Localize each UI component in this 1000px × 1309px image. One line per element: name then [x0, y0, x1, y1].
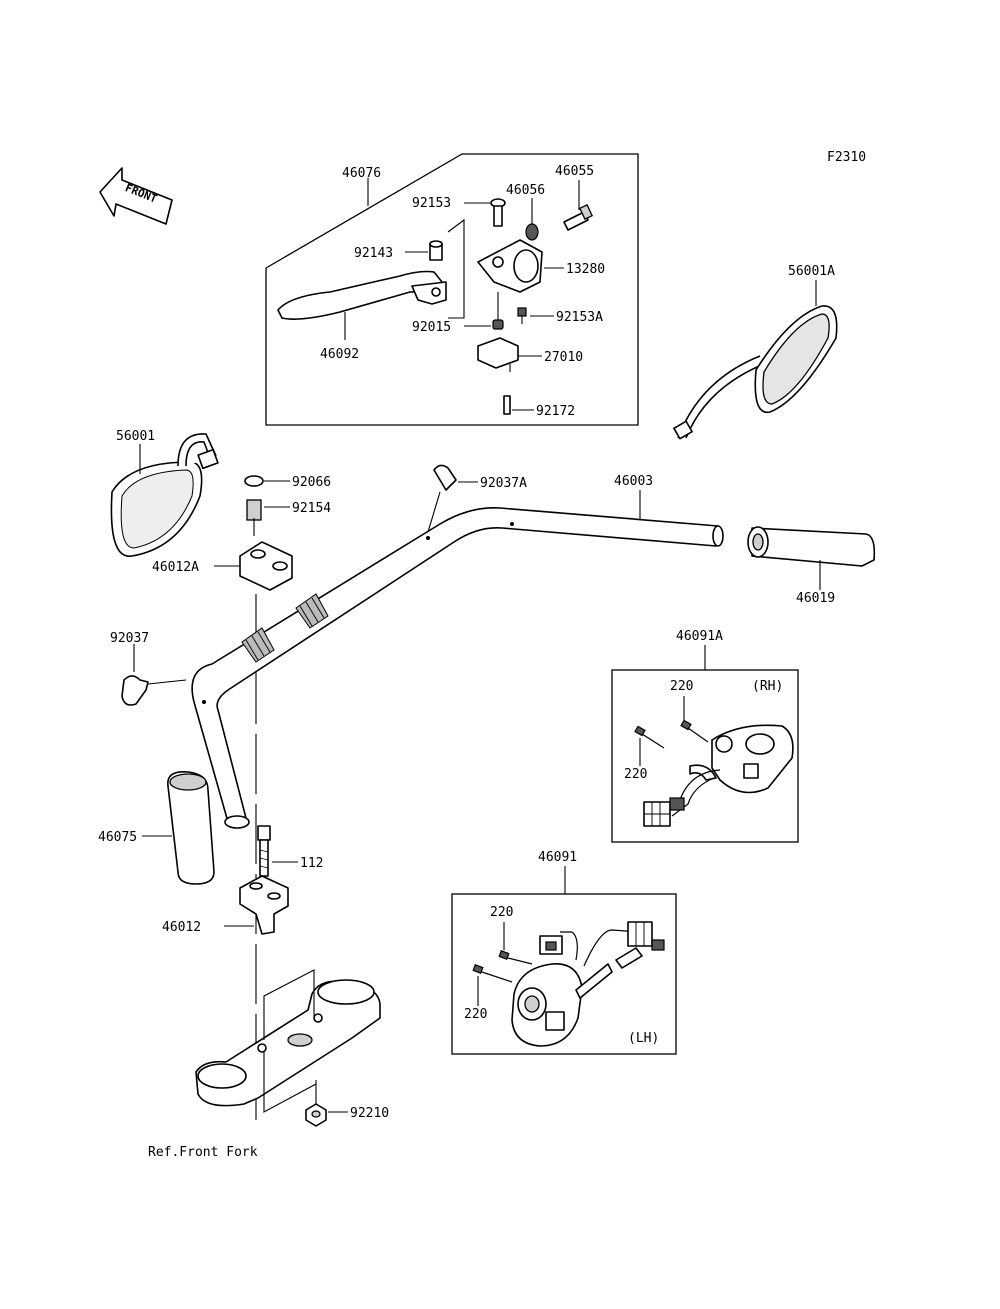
nut-92210: 92210 — [305, 1103, 389, 1127]
callout-92153: 92153 — [412, 196, 451, 211]
clutch-switch-27010: 27010 — [477, 337, 583, 372]
left-mirror: 56001 — [110, 429, 219, 557]
callout-13280: 13280 — [566, 262, 605, 277]
callout-46012A: 46012A — [152, 560, 199, 575]
reference-front-fork: Ref.Front Fork — [148, 1145, 258, 1160]
callout-56001: 56001 — [116, 429, 155, 444]
callout-92172: 92172 — [536, 404, 575, 419]
washer-46056: 46056 — [506, 183, 545, 241]
callout-46012: 46012 — [162, 920, 201, 935]
callout-46055: 46055 — [555, 164, 594, 179]
side-label-rh: (RH) — [752, 679, 783, 694]
right-grip: 46019 — [747, 526, 876, 606]
callout-92143: 92143 — [354, 246, 393, 261]
screw-92153A: 92153A — [517, 307, 603, 325]
callout-56001A: 56001A — [788, 264, 835, 279]
callout-92153A: 92153A — [556, 310, 603, 325]
nut-92015: 92015 — [412, 292, 504, 335]
bolt-112: 112 — [257, 825, 323, 877]
callout-92210: 92210 — [350, 1106, 389, 1121]
callout-220-rh-bottom: 220 — [624, 767, 647, 782]
callout-220-rh-top: 220 — [670, 679, 693, 694]
side-label-lh: (LH) — [628, 1031, 659, 1046]
callout-46056: 46056 — [506, 183, 545, 198]
callout-46076: 46076 — [342, 166, 381, 181]
callout-220-lh-bottom: 220 — [464, 1007, 487, 1022]
screw-92172: 92172 — [503, 395, 575, 419]
callout-27010: 27010 — [544, 350, 583, 365]
lh-switch-housing-box: 46091 (LH) 220 220 — [451, 850, 677, 1055]
knurled-section-upper — [295, 593, 329, 629]
lower-holder: 46012 — [162, 875, 289, 935]
clutch-lever-assembly-frame: 46076 — [265, 153, 639, 426]
callout-46091: 46091 — [538, 850, 577, 865]
callout-92066: 92066 — [292, 475, 331, 490]
callout-46091A: 46091A — [676, 629, 723, 644]
callout-46075: 46075 — [98, 830, 137, 845]
screw-46055: 46055 — [555, 164, 594, 231]
callout-46092: 46092 — [320, 347, 359, 362]
callout-92154: 92154 — [292, 501, 331, 516]
fork-bracket: Ref.Front Fork — [148, 969, 381, 1160]
callout-92015: 92015 — [412, 320, 451, 335]
clutch-lever: 46092 — [277, 270, 447, 362]
end-plug-92037A: 92037A — [427, 464, 527, 533]
callout-46019: 46019 — [796, 591, 835, 606]
end-plug-92037: 92037 — [110, 631, 187, 706]
knurled-section-lower — [241, 627, 275, 663]
front-direction-arrow: FRONT — [99, 167, 173, 225]
callout-92037: 92037 — [110, 631, 149, 646]
callout-92037A: 92037A — [480, 476, 527, 491]
bushing-92143: 92143 — [354, 218, 465, 319]
lever-holder-13280: 13280 — [477, 239, 605, 293]
rh-switch-housing-box: 46091A (RH) 220 220 — [611, 629, 799, 843]
upper-holder-parts: 92066 92154 46012A — [152, 475, 331, 591]
left-grip: 46075 — [98, 770, 215, 885]
callout-220-lh-top: 220 — [490, 905, 513, 920]
callout-46003: 46003 — [614, 474, 653, 489]
handlebar: 46003 — [191, 474, 724, 829]
callout-112: 112 — [300, 856, 323, 871]
pivot-bolt-92153: 92153 — [412, 196, 506, 227]
figure-code: F2310 — [827, 150, 866, 165]
right-mirror: 56001A — [673, 264, 838, 440]
